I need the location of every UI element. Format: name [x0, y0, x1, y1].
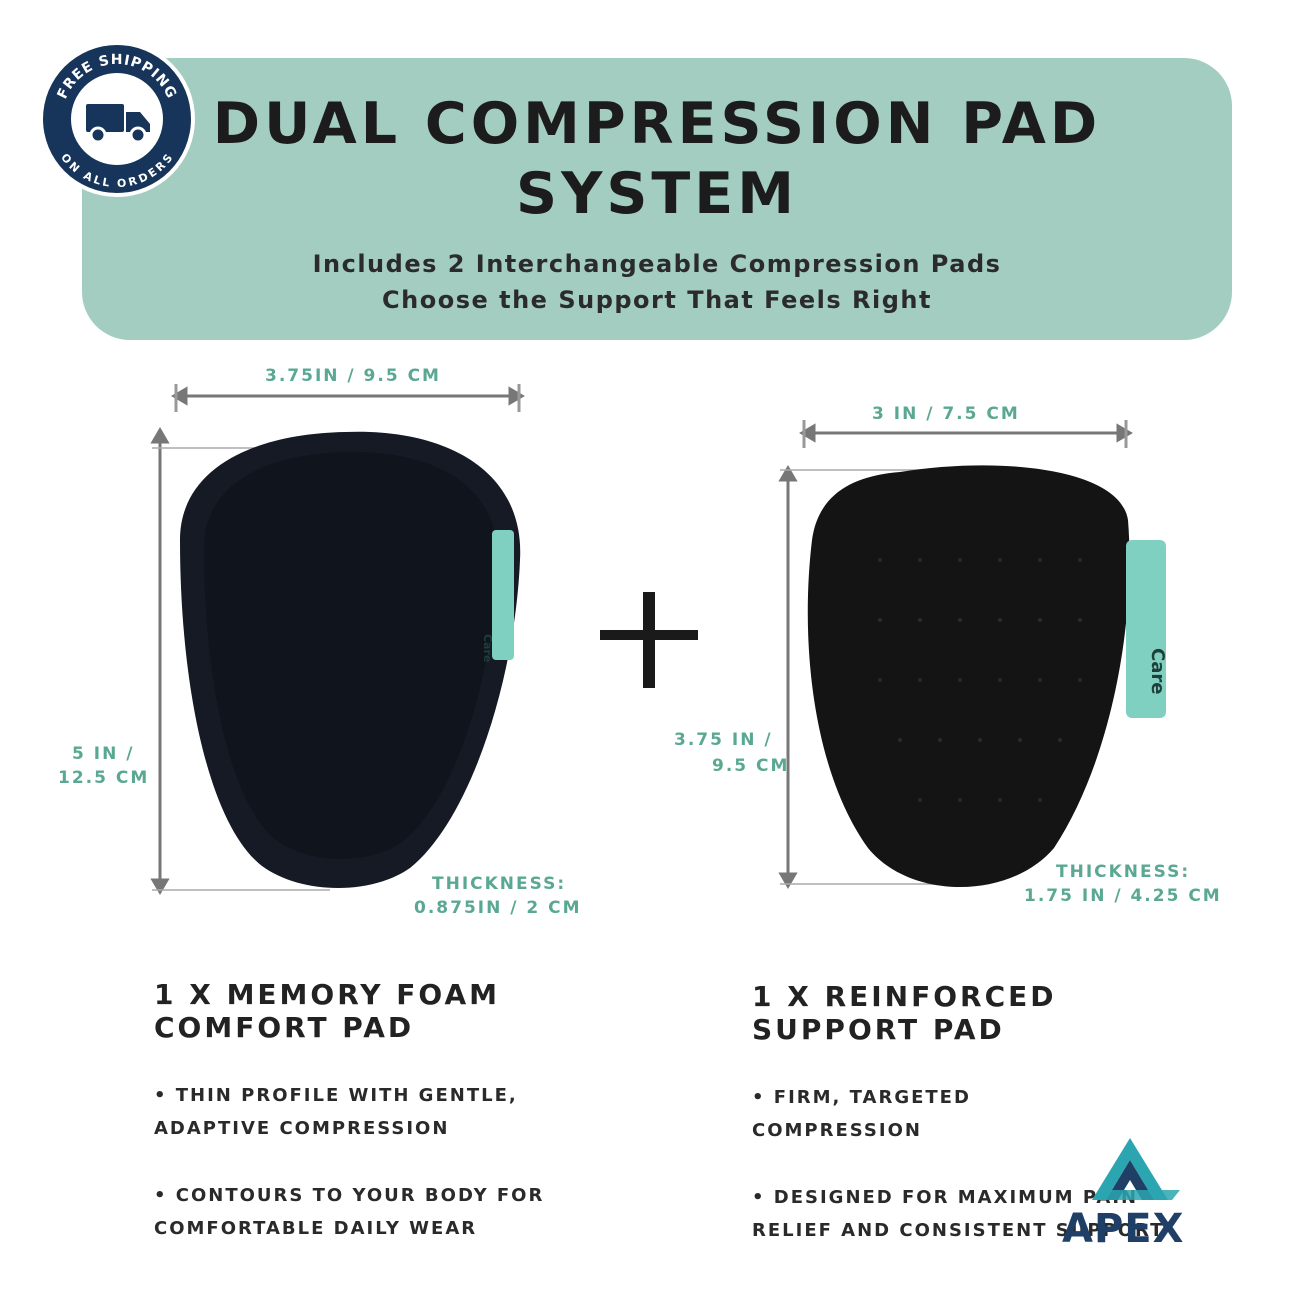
right-heading-line1: 1 X REINFORCED — [752, 980, 1057, 1013]
left-pad-tag: Care — [481, 634, 494, 663]
page-title-line1: DUAL COMPRESSION PAD — [212, 91, 1102, 157]
right-pad-tag: Care — [1147, 648, 1168, 695]
left-bullet2-line1: • CONTOURS TO YOUR BODY FOR — [154, 1185, 545, 1206]
left-height-label-line1: 5 IN / — [72, 744, 135, 764]
page-title-line2: SYSTEM — [516, 161, 798, 227]
left-bullet1-line2: ADAPTIVE COMPRESSION — [154, 1118, 450, 1139]
header-panel — [82, 58, 1232, 340]
right-width-label: 3 IN / 7.5 CM — [872, 404, 1020, 424]
plus-icon — [600, 592, 698, 688]
left-heading-line1: 1 X MEMORY FOAM — [154, 978, 500, 1011]
right-bullet1-line1: • FIRM, TARGETED — [752, 1087, 971, 1108]
left-heading-line2: COMFORT PAD — [154, 1011, 415, 1044]
apex-logo — [1050, 1130, 1250, 1250]
right-height-label-line2: 9.5 CM — [712, 756, 790, 776]
apex-logo-text: APEX — [1062, 1206, 1185, 1252]
left-thickness-line1: THICKNESS: — [432, 874, 567, 894]
right-bullet2-line2: RELIEF AND CONSISTENT SUPPORT — [752, 1220, 1165, 1241]
free-shipping-badge: FREE SHIPPING ON ALL ORDERS — [38, 40, 196, 198]
left-bullet2-line2: COMFORTABLE DAILY WEAR — [154, 1218, 478, 1239]
right-thickness-line1: THICKNESS: — [1056, 862, 1191, 882]
left-thickness-line2: 0.875IN / 2 CM — [414, 898, 582, 918]
reinforced-pad-image — [807, 465, 1166, 887]
left-bullet1-line1: • THIN PROFILE WITH GENTLE, — [154, 1085, 518, 1106]
memory-foam-pad-image — [180, 431, 521, 889]
right-thickness-line2: 1.75 IN / 4.25 CM — [1024, 886, 1222, 906]
left-width-label: 3.75IN / 9.5 CM — [265, 366, 441, 386]
right-height-label-line1: 3.75 IN / — [674, 730, 773, 750]
truck-icon — [86, 104, 150, 144]
right-heading-line2: SUPPORT PAD — [752, 1013, 1005, 1046]
subtitle-line1: Includes 2 Interchangeable Compression P… — [312, 250, 1002, 278]
right-bullet1-line2: COMPRESSION — [752, 1120, 922, 1141]
right-bullet2-line1: • DESIGNED FOR MAXIMUM PAIN — [752, 1187, 1139, 1208]
left-height-label-line2: 12.5 CM — [58, 768, 150, 788]
subtitle-line2: Choose the Support That Feels Right — [382, 286, 932, 314]
